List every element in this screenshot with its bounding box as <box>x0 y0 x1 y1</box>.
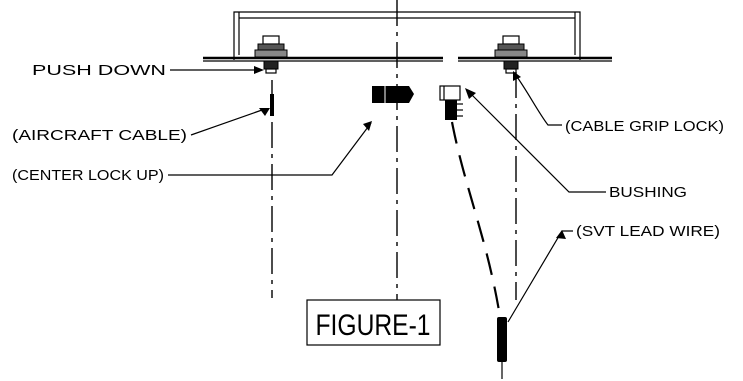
label-bushing: BUSHING <box>609 184 687 201</box>
figure-label: FIGURE-1 <box>316 309 431 342</box>
label-center-lock-up: (CENTER LOCK UP) <box>12 167 164 184</box>
figure-label-box <box>306 299 441 346</box>
svt-lead-wire <box>450 121 507 379</box>
bushing <box>439 85 463 120</box>
mounting-bracket <box>203 11 612 62</box>
left-cable-grip-fitting <box>254 35 288 74</box>
label-aircraft-cable: (AIRCRAFT CABLE) <box>12 127 187 144</box>
leader-lines <box>168 69 606 323</box>
centerlines <box>271 0 517 300</box>
center-lock <box>372 86 414 103</box>
aircraft-cable <box>270 94 274 116</box>
label-svt-lead-wire: (SVT LEAD WIRE) <box>576 223 720 240</box>
right-cable-grip-fitting <box>494 35 528 74</box>
arrowheads <box>254 66 566 239</box>
label-cable-grip-lock: (CABLE GRIP LOCK) <box>565 118 724 135</box>
label-push-down: PUSH DOWN <box>32 62 166 79</box>
